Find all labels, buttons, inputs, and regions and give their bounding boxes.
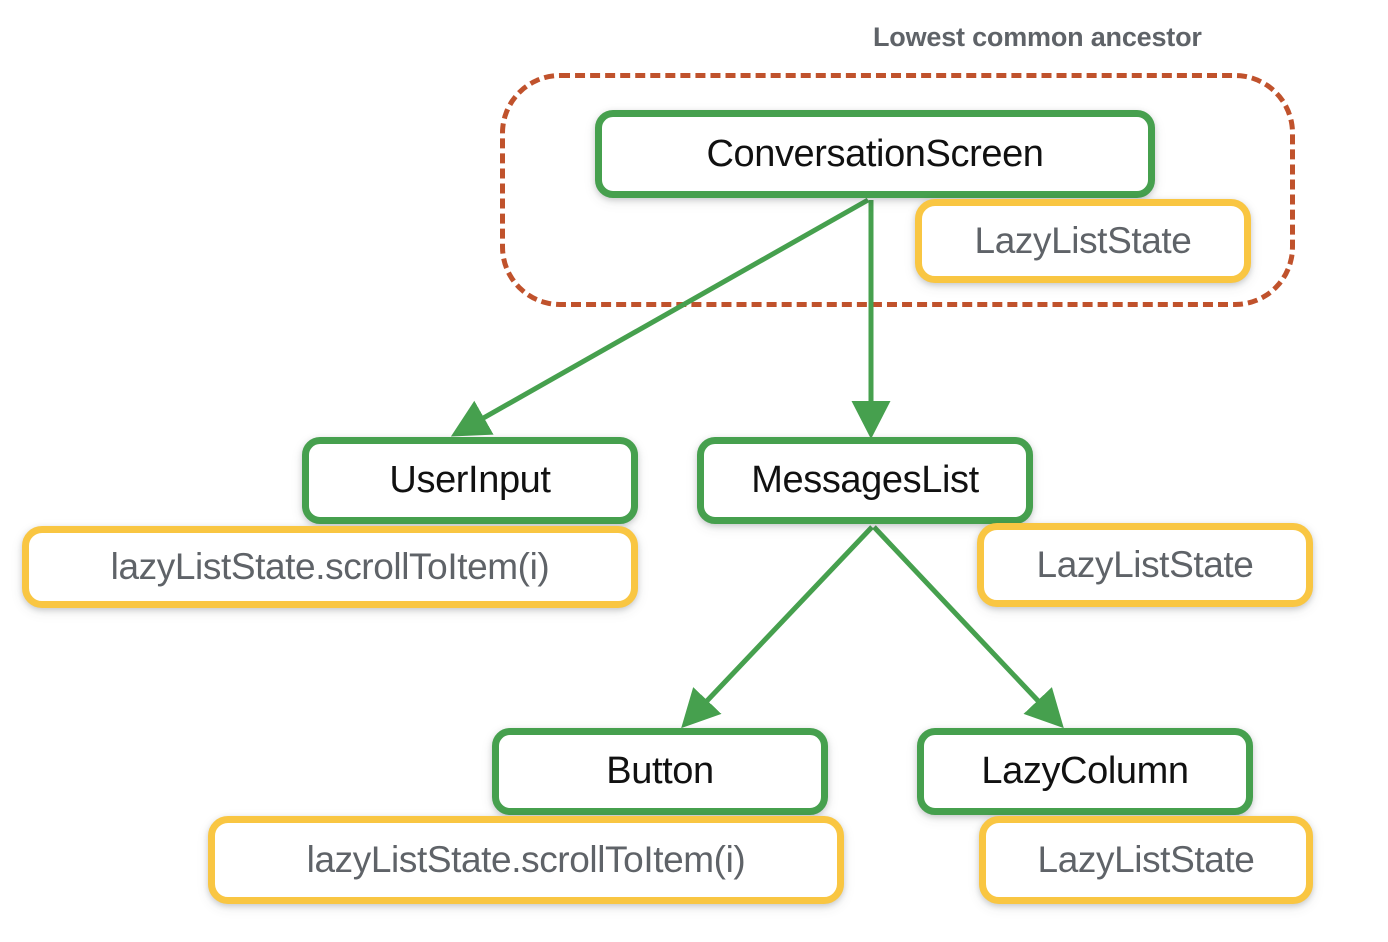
- state-badge-messageslist[interactable]: LazyListState: [977, 523, 1313, 607]
- node-messageslist[interactable]: MessagesList: [697, 437, 1033, 524]
- node-messageslist-label: MessagesList: [751, 459, 979, 501]
- state-badge-lazycolumn[interactable]: LazyListState: [979, 816, 1313, 904]
- state-badge-button-label: lazyListState.scrollToItem(i): [306, 839, 746, 880]
- node-lazycolumn[interactable]: LazyColumn: [917, 728, 1253, 815]
- state-badge-conversationscreen-label: LazyListState: [974, 220, 1192, 261]
- state-badge-conversationscreen[interactable]: LazyListState: [915, 199, 1251, 283]
- state-badge-messageslist-label: LazyListState: [1036, 544, 1254, 585]
- state-badge-lazycolumn-label: LazyListState: [1037, 839, 1255, 880]
- lowest-common-ancestor-region: [500, 73, 1295, 307]
- node-userinput[interactable]: UserInput: [302, 437, 638, 524]
- node-button-label: Button: [606, 750, 714, 792]
- state-badge-userinput-label: lazyListState.scrollToItem(i): [110, 546, 550, 587]
- node-conversationscreen[interactable]: ConversationScreen: [595, 110, 1155, 198]
- node-userinput-label: UserInput: [389, 459, 551, 501]
- edge-messageslist-button: [681, 525, 874, 729]
- node-button[interactable]: Button: [492, 728, 828, 815]
- state-badge-userinput[interactable]: lazyListState.scrollToItem(i): [22, 526, 638, 608]
- state-badge-button[interactable]: lazyListState.scrollToItem(i): [208, 816, 844, 904]
- node-lazycolumn-label: LazyColumn: [981, 750, 1189, 792]
- node-conversationscreen-label: ConversationScreen: [706, 132, 1044, 175]
- lowest-common-ancestor-caption: Lowest common ancestor: [873, 22, 1202, 52]
